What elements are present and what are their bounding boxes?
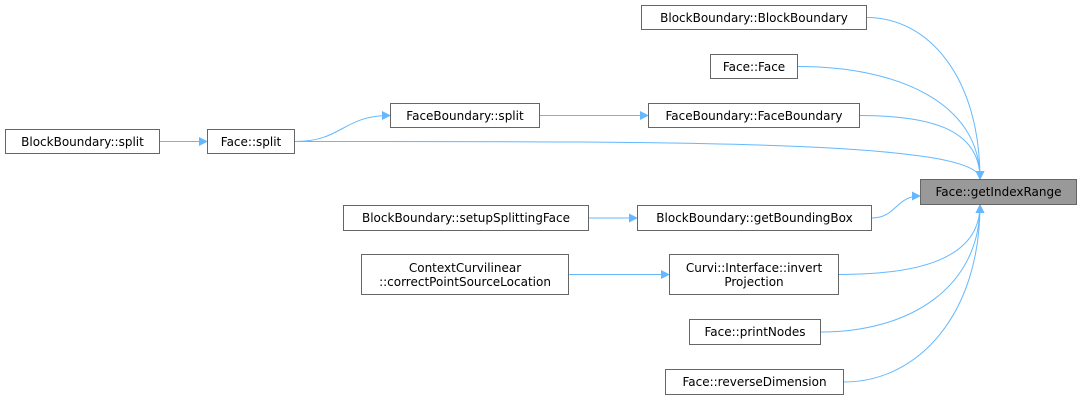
node-label-line-2: Projection — [724, 274, 784, 289]
node-contextcurvilinear-correctpointsourcelocation[interactable]: ContextCurvilinear ::correctPointSourceL… — [361, 254, 569, 295]
node-curvi-interface-invertprojection[interactable]: Curvi::Interface::invert Projection — [669, 254, 839, 295]
edge-curviInvert-to-getIndexRange — [838, 204, 985, 275]
edge-faceReverse-to-getIndexRange — [843, 204, 985, 383]
node-blockboundary-split[interactable]: BlockBoundary::split — [5, 129, 160, 154]
edge-faceCtor-to-getIndexRange — [797, 66, 985, 180]
node-faceboundary-faceboundary[interactable]: FaceBoundary::FaceBoundary — [648, 103, 860, 128]
node-blockboundary-blockboundary[interactable]: BlockBoundary::BlockBoundary — [641, 5, 867, 30]
node-label-line-2: ::correctPointSourceLocation — [379, 274, 551, 289]
target-node-face-getindexrange: Face::getIndexRange — [920, 179, 1077, 205]
edge-faceSplit-to-getIndexRange — [294, 140, 985, 180]
edge-facePrint-to-getIndexRange — [820, 204, 985, 333]
edge-fbCtor-to-getIndexRange — [859, 115, 985, 180]
node-blockboundary-setupsplittingface[interactable]: BlockBoundary::setupSplittingFace — [343, 205, 589, 231]
node-face-reversedimension[interactable]: Face::reverseDimension — [665, 369, 844, 395]
node-label-line-1: Curvi::Interface::invert — [685, 260, 823, 275]
node-face-printnodes[interactable]: Face::printNodes — [689, 319, 821, 345]
node-face-face[interactable]: Face::Face — [710, 54, 798, 79]
edge-faceSplit-to-fbSplit — [294, 111, 391, 142]
node-faceboundary-split[interactable]: FaceBoundary::split — [390, 103, 540, 128]
edge-bbCtor-to-getIndexRange — [866, 17, 985, 180]
node-face-split[interactable]: Face::split — [207, 129, 295, 154]
edge-bbBox-to-getIndexRange — [871, 191, 921, 219]
node-blockboundary-getboundingbox[interactable]: BlockBoundary::getBoundingBox — [637, 205, 872, 231]
node-label-line-1: ContextCurvilinear — [408, 260, 522, 275]
